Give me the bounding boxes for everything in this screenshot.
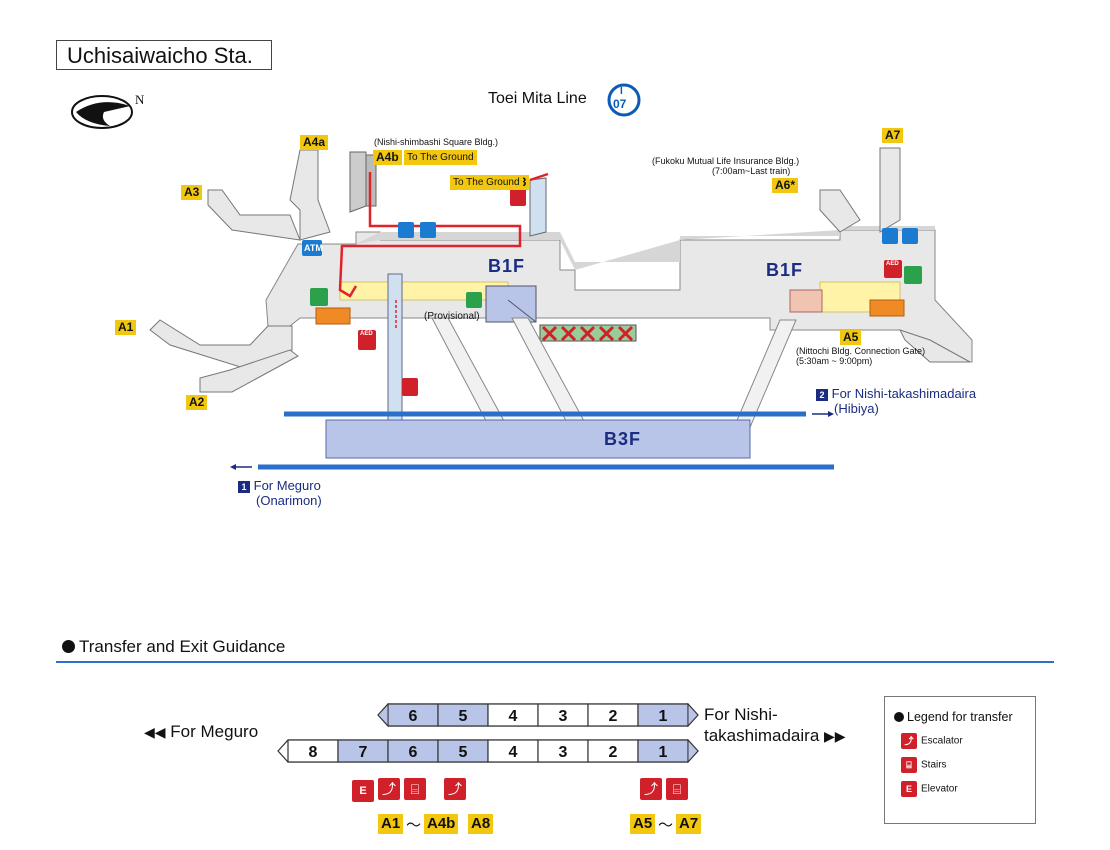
- exit-a7: A7: [882, 128, 904, 143]
- legend-box: Legend for transfer ⤴ Escalator ⌸ Stairs E…: [884, 696, 1036, 824]
- direction-platform-1: 1 For Meguro: [238, 478, 321, 493]
- escalator-icon: ⤴: [444, 778, 466, 800]
- exit-group-left-to: A4b: [424, 814, 459, 834]
- exit-group-left-extra: A8: [468, 814, 494, 834]
- exit-a4b: A4b: [373, 150, 402, 165]
- platform-2-sub: (Hibiya): [834, 401, 879, 416]
- to-ground-label-1: To The Ground: [404, 150, 477, 165]
- to-ground-label-2: To The Ground: [450, 175, 523, 190]
- legend-title: Legend for transfer: [894, 710, 1013, 724]
- level-b1f-right: B1F: [766, 260, 804, 280]
- platform-2-text: For Nishi-takashimadaira: [831, 386, 977, 401]
- closed-gates: [539, 324, 637, 342]
- mita-line-symbol: [607, 83, 641, 117]
- line-code-number: 07: [613, 97, 627, 111]
- legend-stairs: ⌸ Stairs: [901, 757, 947, 773]
- aed-icon-right: AED: [886, 261, 899, 267]
- provisional-label: (Provisional): [424, 311, 480, 322]
- b1f-concourse-top: [298, 226, 935, 270]
- stairs-icon: ⌸: [404, 778, 426, 800]
- exit-group-right-tilde: ～: [658, 817, 674, 834]
- nittochi-label: (Nittochi Bldg. Connection Gate): [796, 346, 926, 356]
- exit-a2: A2: [186, 395, 208, 410]
- platform-1-sub: (Onarimon): [256, 493, 322, 508]
- exit-a1: A1: [115, 320, 137, 335]
- exit-group-left-from: A1: [378, 814, 404, 834]
- platform-2-number: 2: [816, 389, 828, 401]
- line-name: Toei Mita Line: [488, 90, 587, 107]
- station-title: Uchisaiwaicho Sta.: [56, 40, 272, 70]
- platform-1-text: For Meguro: [253, 478, 321, 493]
- aed-icon: AED: [360, 331, 373, 337]
- stairs-icon: ⌸: [666, 778, 688, 800]
- section-divider: [56, 661, 1054, 663]
- exit-a6: A6*: [772, 178, 799, 193]
- escalator-icon: ⤴: [901, 733, 917, 749]
- compass-north-label: N: [135, 92, 145, 107]
- direction-nishi: For Nishi- takashimadaira ▶▶: [704, 704, 846, 747]
- car-icons-left: E⤴⌸⤴: [352, 778, 466, 802]
- elevator-icon: E: [352, 780, 374, 802]
- legend-elevator-text: Elevator: [921, 783, 958, 795]
- double-right-arrow-icon: ▶▶: [824, 728, 846, 744]
- compass-icon: [71, 95, 133, 129]
- nittochi-hours: (5:30am ~ 9:00pm): [796, 356, 873, 366]
- exit-stairways: [149, 147, 971, 393]
- transfer-heading: Transfer and Exit Guidance: [62, 637, 285, 657]
- exit-group-right-to: A7: [676, 814, 702, 834]
- paid-area-left: [339, 281, 509, 301]
- fukoku-label: (Fukoku Mutual Life Insurance Bldg.): [652, 156, 800, 166]
- bullet-icon: [62, 640, 75, 653]
- bullet-icon: [894, 712, 904, 722]
- nishi-shimbashi-label: (Nishi-shimbashi Square Bldg.): [374, 137, 499, 147]
- direction-nishi-line1: For Nishi-: [704, 705, 778, 724]
- legend-elevator: E Elevator: [901, 781, 958, 797]
- direction-meguro-text: For Meguro: [170, 722, 259, 741]
- escalator-icon: ⤴: [640, 778, 662, 800]
- b3f-platform: [325, 419, 751, 459]
- direction-platform-2: 2 For Nishi-takashimadaira: [816, 386, 976, 401]
- exit-a4b-escalators: [349, 151, 547, 237]
- exit-group-left-tilde: ～: [406, 817, 422, 834]
- legend-title-text: Legend for transfer: [907, 710, 1013, 724]
- elevator-icon: E: [901, 781, 917, 797]
- exit-a5: A5: [840, 330, 862, 345]
- level-b3f: B3F: [604, 429, 642, 449]
- car-icons-right: ⤴⌸: [640, 778, 688, 800]
- exit-a4a: A4a: [300, 135, 329, 150]
- atm-icon: ATM: [304, 243, 323, 253]
- line-code-letter: I: [620, 86, 623, 97]
- legend-stairs-text: Stairs: [921, 759, 947, 771]
- direction-nishi-line2-wrap: takashimadaira ▶▶: [704, 725, 846, 747]
- facility-icons: [302, 188, 922, 396]
- legend-escalator-text: Escalator: [921, 735, 963, 747]
- platform-1-number: 1: [238, 481, 250, 493]
- direction-nishi-line2: takashimadaira: [704, 726, 820, 745]
- escalator-icon: ⤴: [378, 778, 400, 800]
- transfer-heading-text: Transfer and Exit Guidance: [79, 637, 286, 656]
- legend-escalator: ⤴ Escalator: [901, 733, 963, 749]
- double-left-arrow-icon: ◀◀: [144, 724, 166, 740]
- stairs-icon: ⌸: [901, 757, 917, 773]
- elevator-shaft: [387, 273, 403, 445]
- exit-a3: A3: [181, 185, 203, 200]
- fukoku-hours: (7:00am~Last train): [712, 166, 791, 176]
- b3f-stairs: [431, 317, 797, 437]
- level-b1f-left: B1F: [488, 256, 526, 276]
- exit-group-right-from: A5: [630, 814, 656, 834]
- direction-meguro: ◀◀ For Meguro: [144, 722, 258, 742]
